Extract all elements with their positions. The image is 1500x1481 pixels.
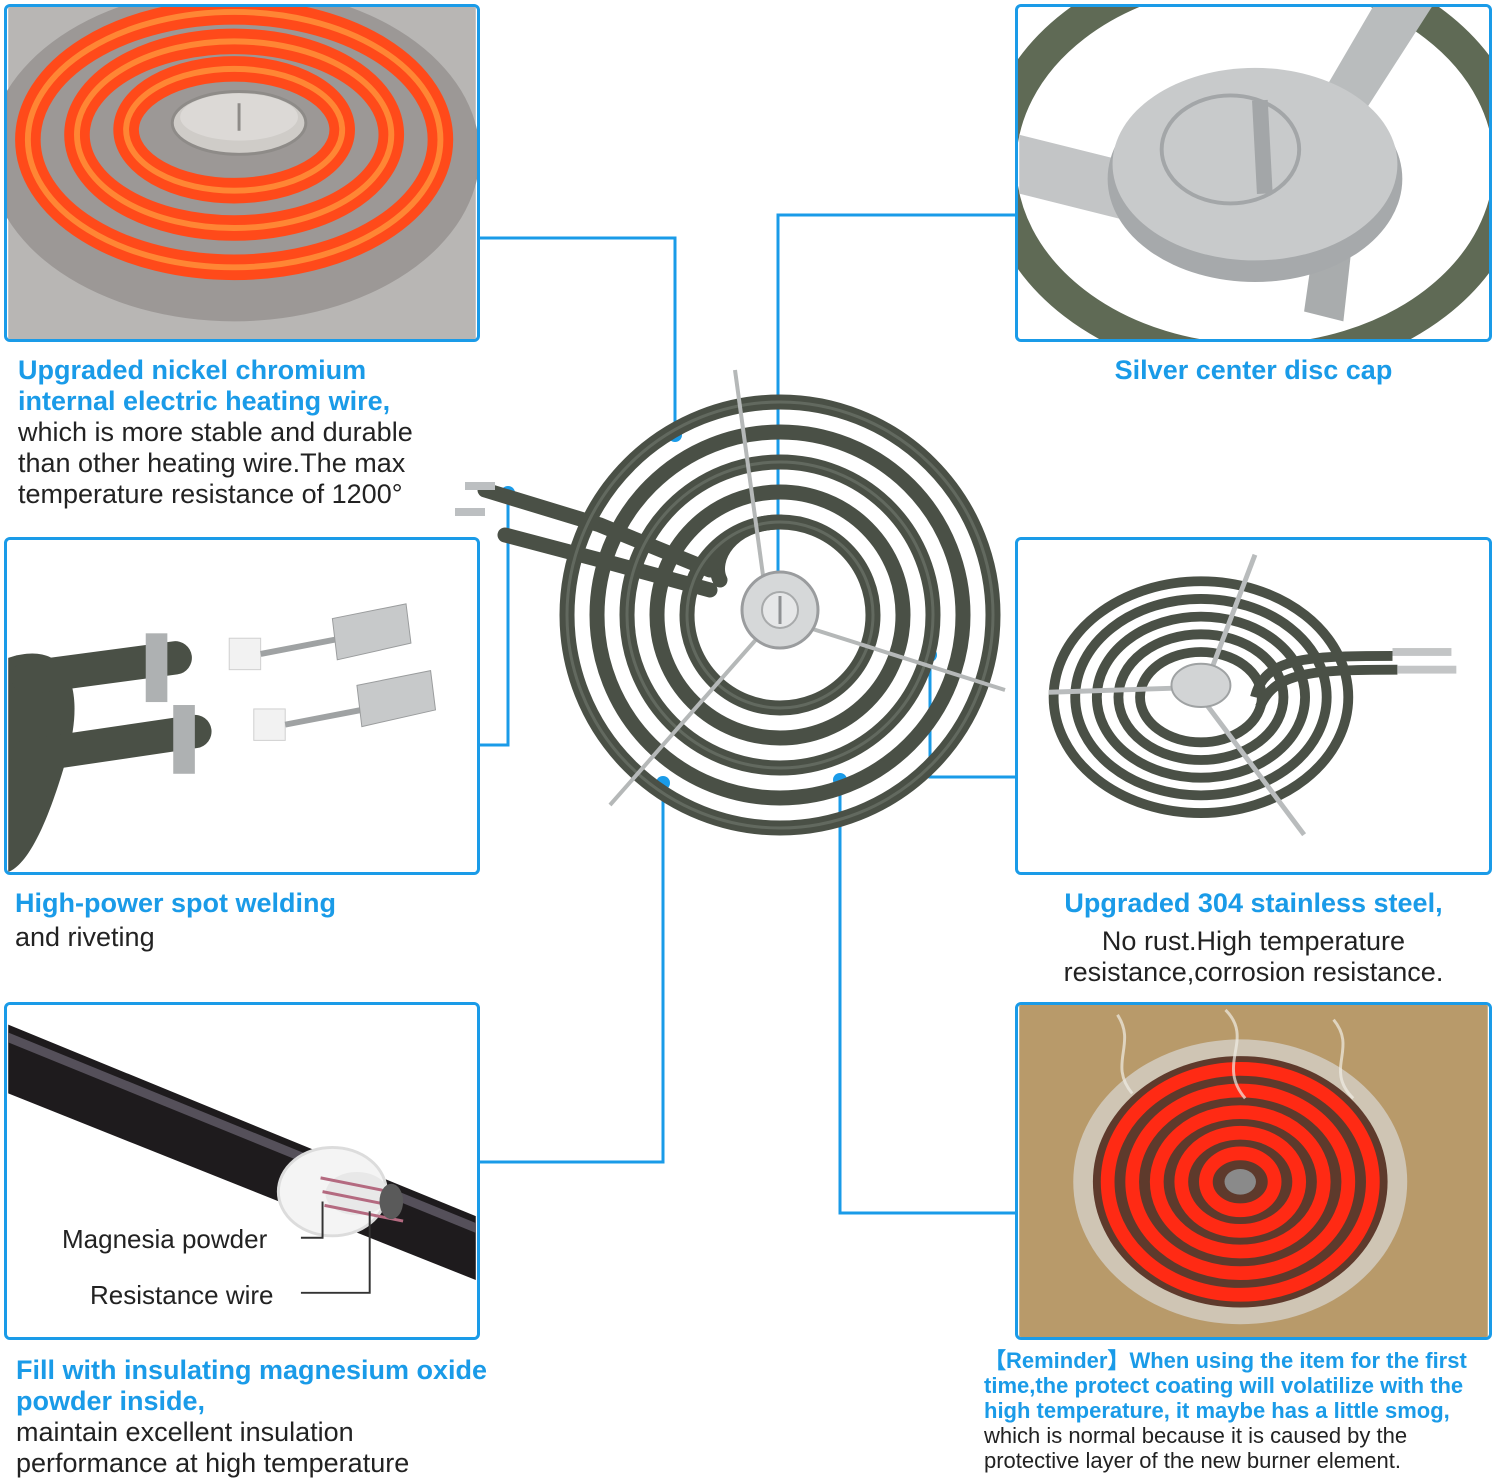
heating-wire-body-1: which is more stable and durable <box>18 417 413 447</box>
spot-welding-caption: High-power spot welding and riveting <box>15 888 485 953</box>
magnesium-body-2: performance at high temperature <box>16 1448 410 1478</box>
heating-wire-title-2: internal electric heating wire, <box>18 386 391 416</box>
reminder-title-2: time,the protect coating will volatilize… <box>984 1373 1464 1398</box>
heating-wire-photo <box>4 4 480 342</box>
reminder-body-2: protective layer of the new burner eleme… <box>984 1448 1402 1473</box>
magnesium-oxide-photo <box>4 1002 480 1340</box>
spot-welding-body: and riveting <box>15 922 155 952</box>
disc-cap-title: Silver center disc cap <box>1114 355 1393 385</box>
stainless-caption: Upgraded 304 stainless steel, No rust.Hi… <box>1015 888 1492 988</box>
reminder-caption: 【Reminder】When using the item for the fi… <box>984 1348 1498 1473</box>
magnesia-powder-label: Magnesia powder <box>62 1224 268 1254</box>
magnesium-title-2: powder inside, <box>16 1386 206 1416</box>
resistance-wire-label: Resistance wire <box>90 1280 274 1310</box>
heating-wire-title-1: Upgraded nickel chromium <box>18 355 367 385</box>
heating-wire-caption: Upgraded nickel chromium internal electr… <box>18 355 488 510</box>
reminder-photo <box>1015 1002 1492 1340</box>
heating-wire-body-2: than other heating wire.The max <box>18 448 406 478</box>
reminder-body-1: which is normal because it is caused by … <box>984 1423 1408 1448</box>
spot-welding-title: High-power spot welding <box>15 888 336 918</box>
heating-wire-body-3: temperature resistance of 1200° <box>18 479 403 509</box>
stainless-title: Upgraded 304 stainless steel, <box>1064 888 1443 918</box>
reminder-title-3: high temperature, it maybe has a little … <box>984 1398 1450 1423</box>
stainless-body-2: resistance,corrosion resistance. <box>1063 957 1444 987</box>
magnesium-title-1: Fill with insulating magnesium oxide <box>16 1355 488 1385</box>
stainless-steel-photo <box>1015 537 1492 875</box>
magnesium-caption: Fill with insulating magnesium oxide pow… <box>16 1355 506 1479</box>
disc-cap-photo <box>1015 4 1492 342</box>
stainless-body-1: No rust.High temperature <box>1101 926 1406 956</box>
burner-coil-image <box>450 360 1010 840</box>
spot-welding-photo <box>4 537 480 875</box>
reminder-title-1: 【Reminder】When using the item for the fi… <box>984 1348 1467 1373</box>
magnesium-body-1: maintain excellent insulation <box>16 1417 354 1447</box>
